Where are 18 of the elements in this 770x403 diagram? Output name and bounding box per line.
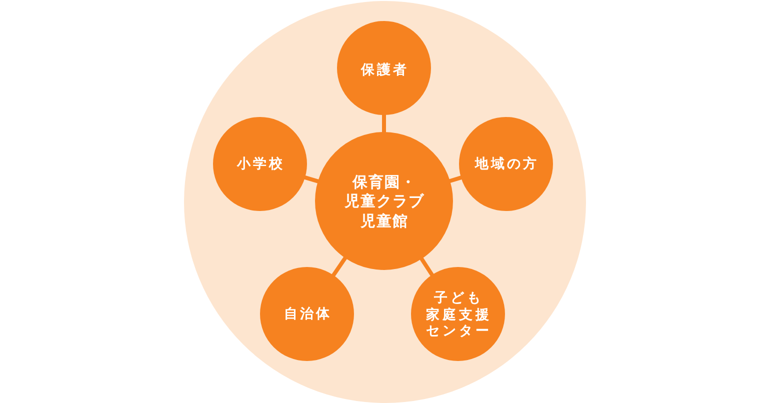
outer-circle — [184, 1, 586, 403]
node-label: 地域の方 — [474, 155, 539, 173]
node-label: 子ども家庭支援センター — [424, 290, 492, 340]
connector-line — [448, 175, 463, 184]
circle-node — [260, 267, 354, 361]
node-label: 保育園・児童クラブ児童館 — [344, 172, 424, 232]
node-label: 小学校 — [236, 155, 285, 173]
circle-node — [410, 267, 504, 361]
circle-node — [337, 21, 431, 115]
connector-line — [382, 114, 386, 133]
connector-line — [419, 256, 434, 277]
hub-circle — [315, 132, 453, 270]
circle-node — [459, 117, 553, 211]
node-label: 保護者 — [360, 61, 409, 79]
connector-line — [304, 175, 320, 184]
connector-line — [331, 256, 348, 278]
circle-node — [213, 117, 307, 211]
node-label: 自治体 — [283, 305, 332, 323]
